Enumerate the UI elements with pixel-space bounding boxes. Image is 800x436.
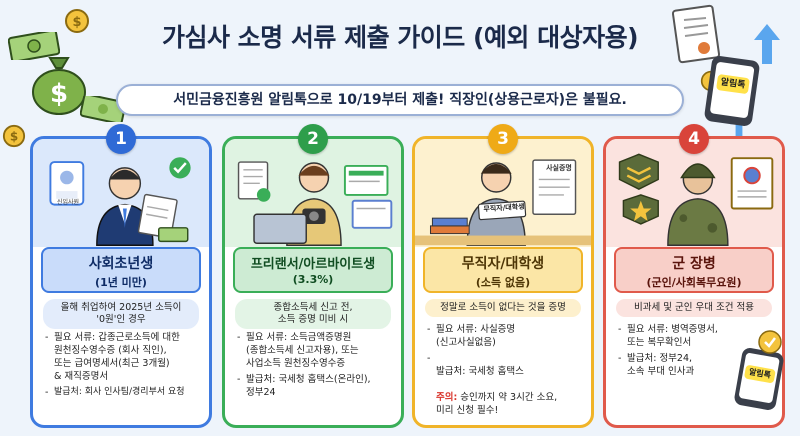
card-subtitle: (1년 미만) xyxy=(95,276,147,289)
card-subtitle: (소득 없음) xyxy=(475,276,531,289)
issuer: 발급처: 국세청 홈택스 xyxy=(436,366,524,377)
doc-label: 사실증명 xyxy=(546,164,572,172)
card-header: 사회초년생 (1년 미만) xyxy=(41,247,201,293)
phone-notification-icon: 알림톡 xyxy=(703,54,761,128)
card-header: 프리랜서/아르바이트생 (3.3%) xyxy=(233,247,393,293)
card-header: 군 장병 (군인/사회복무요원) xyxy=(614,247,774,293)
step-number-badge: 2 xyxy=(298,124,328,154)
money-bag-icon: $ xyxy=(32,57,86,115)
card-new-employee: 신입사원 사회초년생 (1년 미만) 올해 취업하여 2025년 소득이 '0원… xyxy=(30,136,212,428)
student-illustration xyxy=(415,139,591,247)
condition-pill: 올해 취업하여 2025년 소득이 '0원'인 경우 xyxy=(43,299,199,329)
card-freelancer: 프리랜서/아르바이트생 (3.3%) 종합소득세 신고 전, 소득 증명 미비 … xyxy=(222,136,404,428)
card-body: -필요 서류: 소득금액증명원 (종합소득세 신고자용), 또는 사업소득 원천… xyxy=(237,332,371,398)
required-docs: 필요 서류: 갑종근로소득에 대한 원천징수영수증 (회사 직인), 또는 급여… xyxy=(54,332,180,382)
card-body: -필요 서류: 병역증명서, 또는 복무확인서 -발급처: 정부24, 소속 부… xyxy=(618,324,718,377)
condition-pill: 비과세 및 군인 우대 조건 적용 xyxy=(616,299,772,317)
step-number-badge: 4 xyxy=(679,124,709,154)
required-docs: 필요 서류: 사실증명 (신고사실없음) xyxy=(436,324,516,348)
card-subtitle: (군인/사회복무요원) xyxy=(646,276,742,289)
card-soldier: 군 장병 (군인/사회복무요원) 비과세 및 군인 우대 조건 적용 -필요 서… xyxy=(603,136,785,428)
card-body: -필요 서류: 사실증명 (신고사실없음) - 발급처: 국세청 홈택스 주의:… xyxy=(427,324,558,416)
subtitle-banner: 서민금융진흥원 알림톡으로 10/19부터 제출! 직장인(상용근로자)은 불필… xyxy=(116,84,684,116)
svg-text:$: $ xyxy=(10,130,18,144)
svg-text:$: $ xyxy=(50,79,68,109)
card-unemployed-student: 사실증명 무직자/대학생 무직자/대학생 (소득 없음) 정말로 소득이 없다는… xyxy=(412,136,594,428)
condition-pill: 종합소득세 신고 전, 소득 증명 미비 시 xyxy=(235,299,391,329)
page-title: 가심사 소명 서류 제출 가이드 (예외 대상자용) xyxy=(161,23,639,52)
required-docs: 필요 서류: 병역증명서, 또는 복무확인서 xyxy=(627,324,718,348)
coin-icon: $ xyxy=(2,124,26,148)
issuer: 발급처: 국세청 홈택스(온라인), 정부24 xyxy=(246,374,371,398)
warning-text: 승인까지 약 3시간 소요, 미리 신청 필수! xyxy=(436,392,558,416)
coin-icon xyxy=(700,70,722,92)
card-title: 프리랜서/아르바이트생 xyxy=(250,257,376,272)
card-title: 무직자/대학생 xyxy=(461,256,545,272)
card-subtitle: (3.3%) xyxy=(292,273,334,286)
condition-pill: 정말로 소득이 없다는 것을 증명 xyxy=(425,299,581,317)
card-title: 사회초년생 xyxy=(88,256,154,272)
issuer: 발급처: 정부24, 소속 부대 인사과 xyxy=(627,353,695,377)
required-docs: 필요 서류: 소득금액증명원 (종합소득세 신고자용), 또는 사업소득 원천징… xyxy=(246,332,359,369)
card-body: -필요 서류: 갑종근로소득에 대한 원천징수영수증 (회사 직인), 또는 급… xyxy=(45,332,185,398)
phone-label: 알림톡 xyxy=(716,73,750,95)
issuer: 발급처: 회사 인사팀/경리부서 요청 xyxy=(54,387,185,397)
card-title: 군 장병 xyxy=(672,256,716,272)
soldier-illustration xyxy=(606,139,782,247)
card-header: 무직자/대학생 (소득 없음) xyxy=(423,247,583,293)
warning-label: 주의: xyxy=(436,392,458,403)
office-worker-illustration xyxy=(33,139,209,247)
step-number-badge: 1 xyxy=(106,124,136,154)
freelancer-illustration xyxy=(225,139,401,247)
step-number-badge: 3 xyxy=(488,124,518,154)
id-card-label: 신입사원 xyxy=(56,199,80,206)
